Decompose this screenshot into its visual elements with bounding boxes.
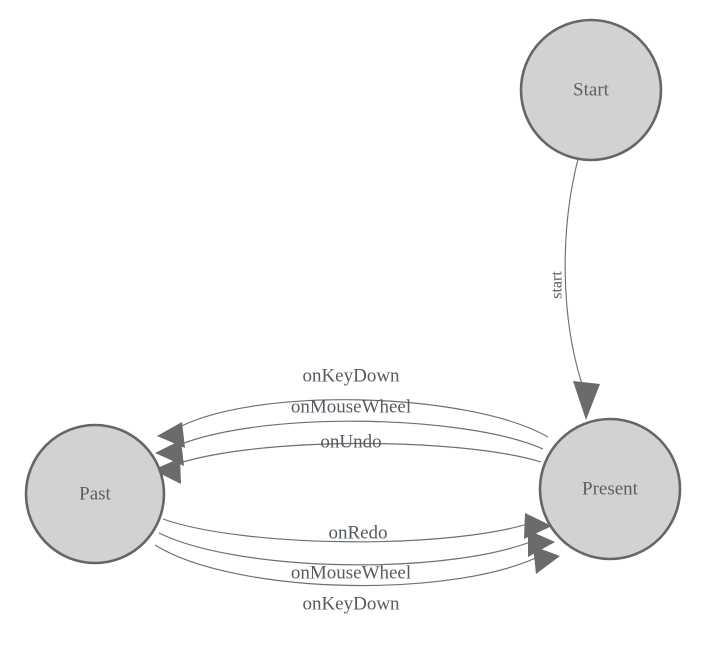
node-past-label: Past <box>79 483 111 504</box>
node-start-circle <box>519 18 663 162</box>
arrowhead-start-to-present <box>573 381 600 420</box>
edge-past-to-present-onredo-path <box>162 518 538 543</box>
edge-present-to-past-onkeydown-path <box>171 399 549 438</box>
edge-label-past-to-present-onredo: onRedo <box>328 522 387 543</box>
edge-past-to-present-onmousewheel-path <box>158 532 541 566</box>
node-present-circle <box>538 417 682 561</box>
edge-past-to-present-onkeydown-path <box>154 544 547 587</box>
arrowhead-past-to-present-onkeydown <box>533 546 560 574</box>
edge-label-past-to-present-onkeydown: onKeyDown <box>302 593 400 614</box>
node-present[interactable]: Present <box>538 417 682 561</box>
edge-past-to-present-onkeydown[interactable] <box>154 544 560 587</box>
node-start[interactable]: Start <box>519 18 663 162</box>
edge-start-to-present-path <box>564 158 585 391</box>
edge-present-to-past-onundo[interactable] <box>153 442 542 484</box>
edge-present-to-past-onundo-path <box>167 442 542 468</box>
edge-present-to-past-onmousewheel-path <box>169 420 544 450</box>
node-start-label: Start <box>573 79 610 100</box>
edge-label-start: start <box>549 271 566 299</box>
edge-label-present-to-past-onmousewheel: onMouseWheel <box>291 396 411 417</box>
edge-label-present-to-past-onkeydown: onKeyDown <box>302 365 400 386</box>
node-present-label: Present <box>582 478 639 499</box>
edge-start-to-present[interactable] <box>564 158 600 420</box>
arrowhead-present-to-past-onundo <box>153 458 181 484</box>
edge-label-past-to-present-onmousewheel: onMouseWheel <box>291 562 411 583</box>
node-past[interactable]: Past <box>24 423 166 565</box>
node-past-circle <box>24 423 166 565</box>
edge-label-present-to-past-onundo: onUndo <box>320 431 381 452</box>
